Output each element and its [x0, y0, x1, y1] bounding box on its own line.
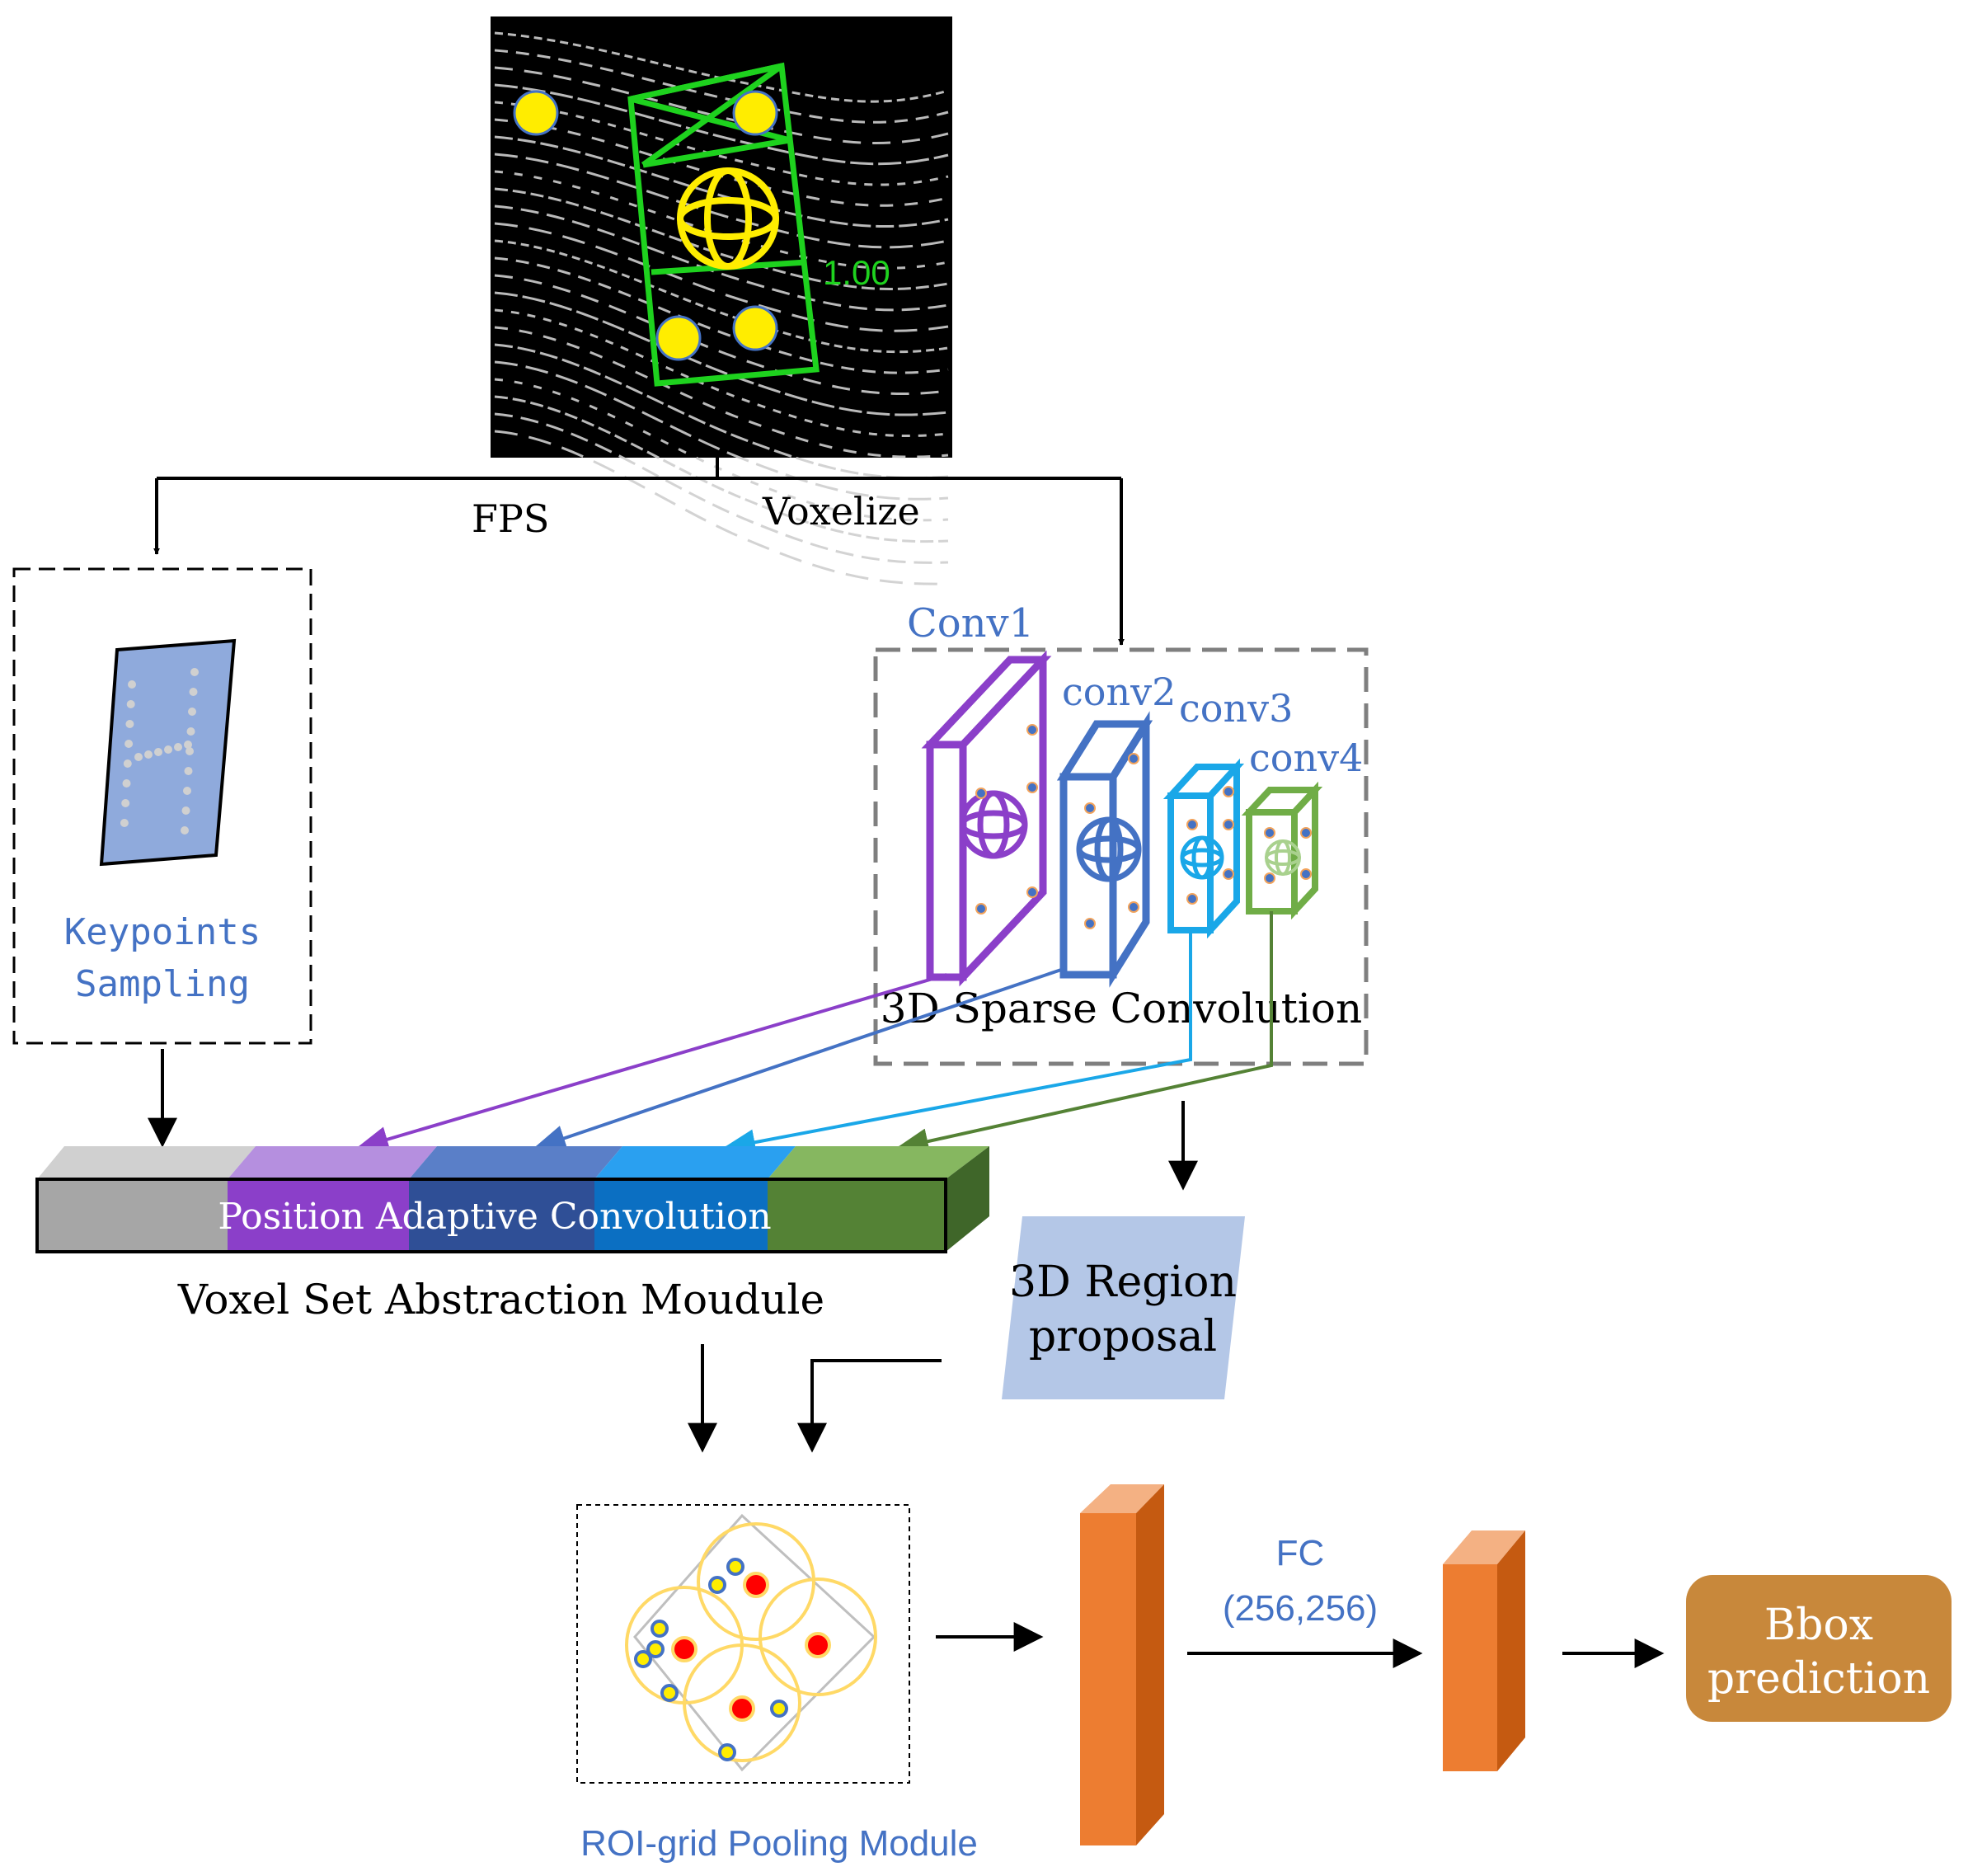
voxel-set-abstraction-bar: Position Adaptive Convolution	[35, 1146, 989, 1253]
region-proposal-line2: proposal	[1029, 1312, 1217, 1361]
lidar-scan-line	[494, 205, 949, 312]
keypoint-dot	[190, 668, 199, 676]
conv1-label: Conv1	[907, 600, 1034, 646]
keypoint-dot	[181, 806, 190, 815]
keypoint-dot	[144, 750, 153, 759]
conv-sample-dot	[975, 788, 987, 799]
keypoint-dot	[128, 680, 136, 689]
conv-sample-dot	[1186, 819, 1198, 830]
conv-sample-dot	[1026, 724, 1038, 736]
top-connectors	[153, 458, 1125, 646]
bbox-prediction-line2: prediction	[1707, 1654, 1930, 1704]
conv-sample-dot	[1223, 868, 1234, 880]
fc-size-label: (256,256)	[1223, 1588, 1378, 1629]
conv4-block	[1241, 781, 1323, 920]
keypoint-dot	[188, 708, 196, 716]
keypoint-dot	[181, 826, 189, 835]
sparse-convolution-panel: Conv1 conv2 conv3 conv4 3D Sparse Convol…	[873, 600, 1369, 1066]
keypoint-dot	[189, 688, 198, 696]
lidar-scan-line	[494, 31, 949, 103]
keypoint-dot	[174, 743, 182, 751]
keypoint-dot	[123, 759, 132, 768]
conv-sample-dot	[1128, 901, 1139, 913]
keypoint-dot	[184, 741, 192, 749]
lidar-scan-line	[494, 326, 949, 458]
lidar-scan-line	[494, 153, 949, 249]
lidar-scan-line	[494, 291, 949, 416]
keypoint-dot	[134, 753, 143, 761]
keypoints-sampling-line1: Keypoints	[64, 911, 261, 953]
conv-to-vsa-arrows	[355, 911, 1273, 1156]
grid-sphere-icon	[677, 167, 779, 270]
lidar-scan-line	[494, 101, 949, 186]
conv-sample-dot	[1084, 918, 1096, 929]
conv-sample-dot	[1186, 893, 1198, 905]
conv-sample-dot	[1026, 782, 1038, 793]
conv-sample-dot	[1300, 827, 1312, 839]
lidar-scan-line	[494, 360, 949, 501]
keypoint-dot	[186, 727, 195, 736]
region-proposal-line1: 3D Region	[1009, 1258, 1237, 1307]
conv-sample-dot	[1128, 753, 1139, 764]
roi-grid-pooling-panel: ROI-grid Pooling Module	[576, 1504, 978, 1864]
lidar-scan-line	[494, 430, 949, 585]
keypoint-dot	[120, 819, 129, 827]
conv2-label: conv2	[1062, 670, 1176, 714]
conv-sample-dot	[1084, 802, 1096, 814]
lidar-scan-line	[494, 49, 949, 124]
lidar-scan-line	[494, 83, 949, 166]
region-proposal-node: 3D Region proposal	[1002, 1216, 1245, 1399]
vsa-proposal-to-roi-arrows	[688, 1344, 942, 1453]
conv3-block	[1162, 758, 1245, 939]
detection-score-label: 1.00	[823, 253, 890, 292]
roi-grid-centers	[671, 1572, 831, 1722]
sparse-convolution-caption: 3D Sparse Convolution	[881, 985, 1362, 1032]
voxelize-label: Voxelize	[762, 489, 920, 534]
feature-vector-small	[1443, 1530, 1525, 1771]
lidar-scan-line	[494, 412, 949, 564]
keypoint-dot	[125, 720, 134, 728]
roi-grid-circles	[625, 1522, 877, 1762]
lidar-scan-line	[494, 222, 949, 332]
feature-vector-large	[1080, 1484, 1164, 1845]
conv-sample-dot	[1300, 868, 1312, 880]
conv-sample-dot	[1264, 872, 1275, 884]
conv-sample-dot	[1026, 886, 1038, 898]
keypoint-dot	[184, 767, 193, 775]
keypoints-sampling-panel: Keypoints Sampling	[12, 567, 312, 1045]
vsa-caption: Voxel Set Abstraction Moudule	[177, 1276, 824, 1324]
roi-grid-caption: ROI-grid Pooling Module	[580, 1823, 978, 1864]
conv2-block	[1056, 711, 1153, 988]
conv-sample-dot	[1223, 819, 1234, 830]
conv-sample-dot	[1264, 827, 1275, 839]
bbox-prediction-line1: Bbox	[1764, 1601, 1873, 1650]
fps-label: FPS	[472, 496, 549, 541]
fc-label: FC	[1276, 1533, 1325, 1573]
conv3-label: conv3	[1179, 686, 1293, 731]
position-adaptive-convolution-label: Position Adaptive Convolution	[218, 1196, 771, 1238]
lidar-scan-line	[494, 395, 949, 543]
keypoint-dot	[186, 747, 194, 755]
keypoint-dot	[183, 787, 191, 795]
bbox-prediction-node: Bbox prediction	[1686, 1575, 1952, 1722]
conv1-block	[921, 650, 1052, 987]
lidar-keypoint-dots	[513, 90, 778, 361]
keypoint-dot	[124, 740, 134, 748]
keypoint-dot	[122, 779, 131, 788]
lidar-scan-line	[494, 343, 949, 480]
keypoint-dot	[126, 700, 135, 708]
keypoints-sampling-line2: Sampling	[75, 963, 250, 1005]
conv-sample-dot	[975, 903, 987, 914]
keypoint-dot	[164, 745, 172, 754]
roi-grid-points	[634, 1558, 788, 1761]
lidar-scan-line	[494, 170, 949, 270]
conv4-label: conv4	[1249, 736, 1363, 780]
conv-sample-dot	[1223, 786, 1234, 797]
keypoint-dot	[154, 748, 162, 756]
lidar-point-cloud-image: 1.00	[491, 16, 952, 585]
keypoint-dot	[121, 799, 130, 807]
